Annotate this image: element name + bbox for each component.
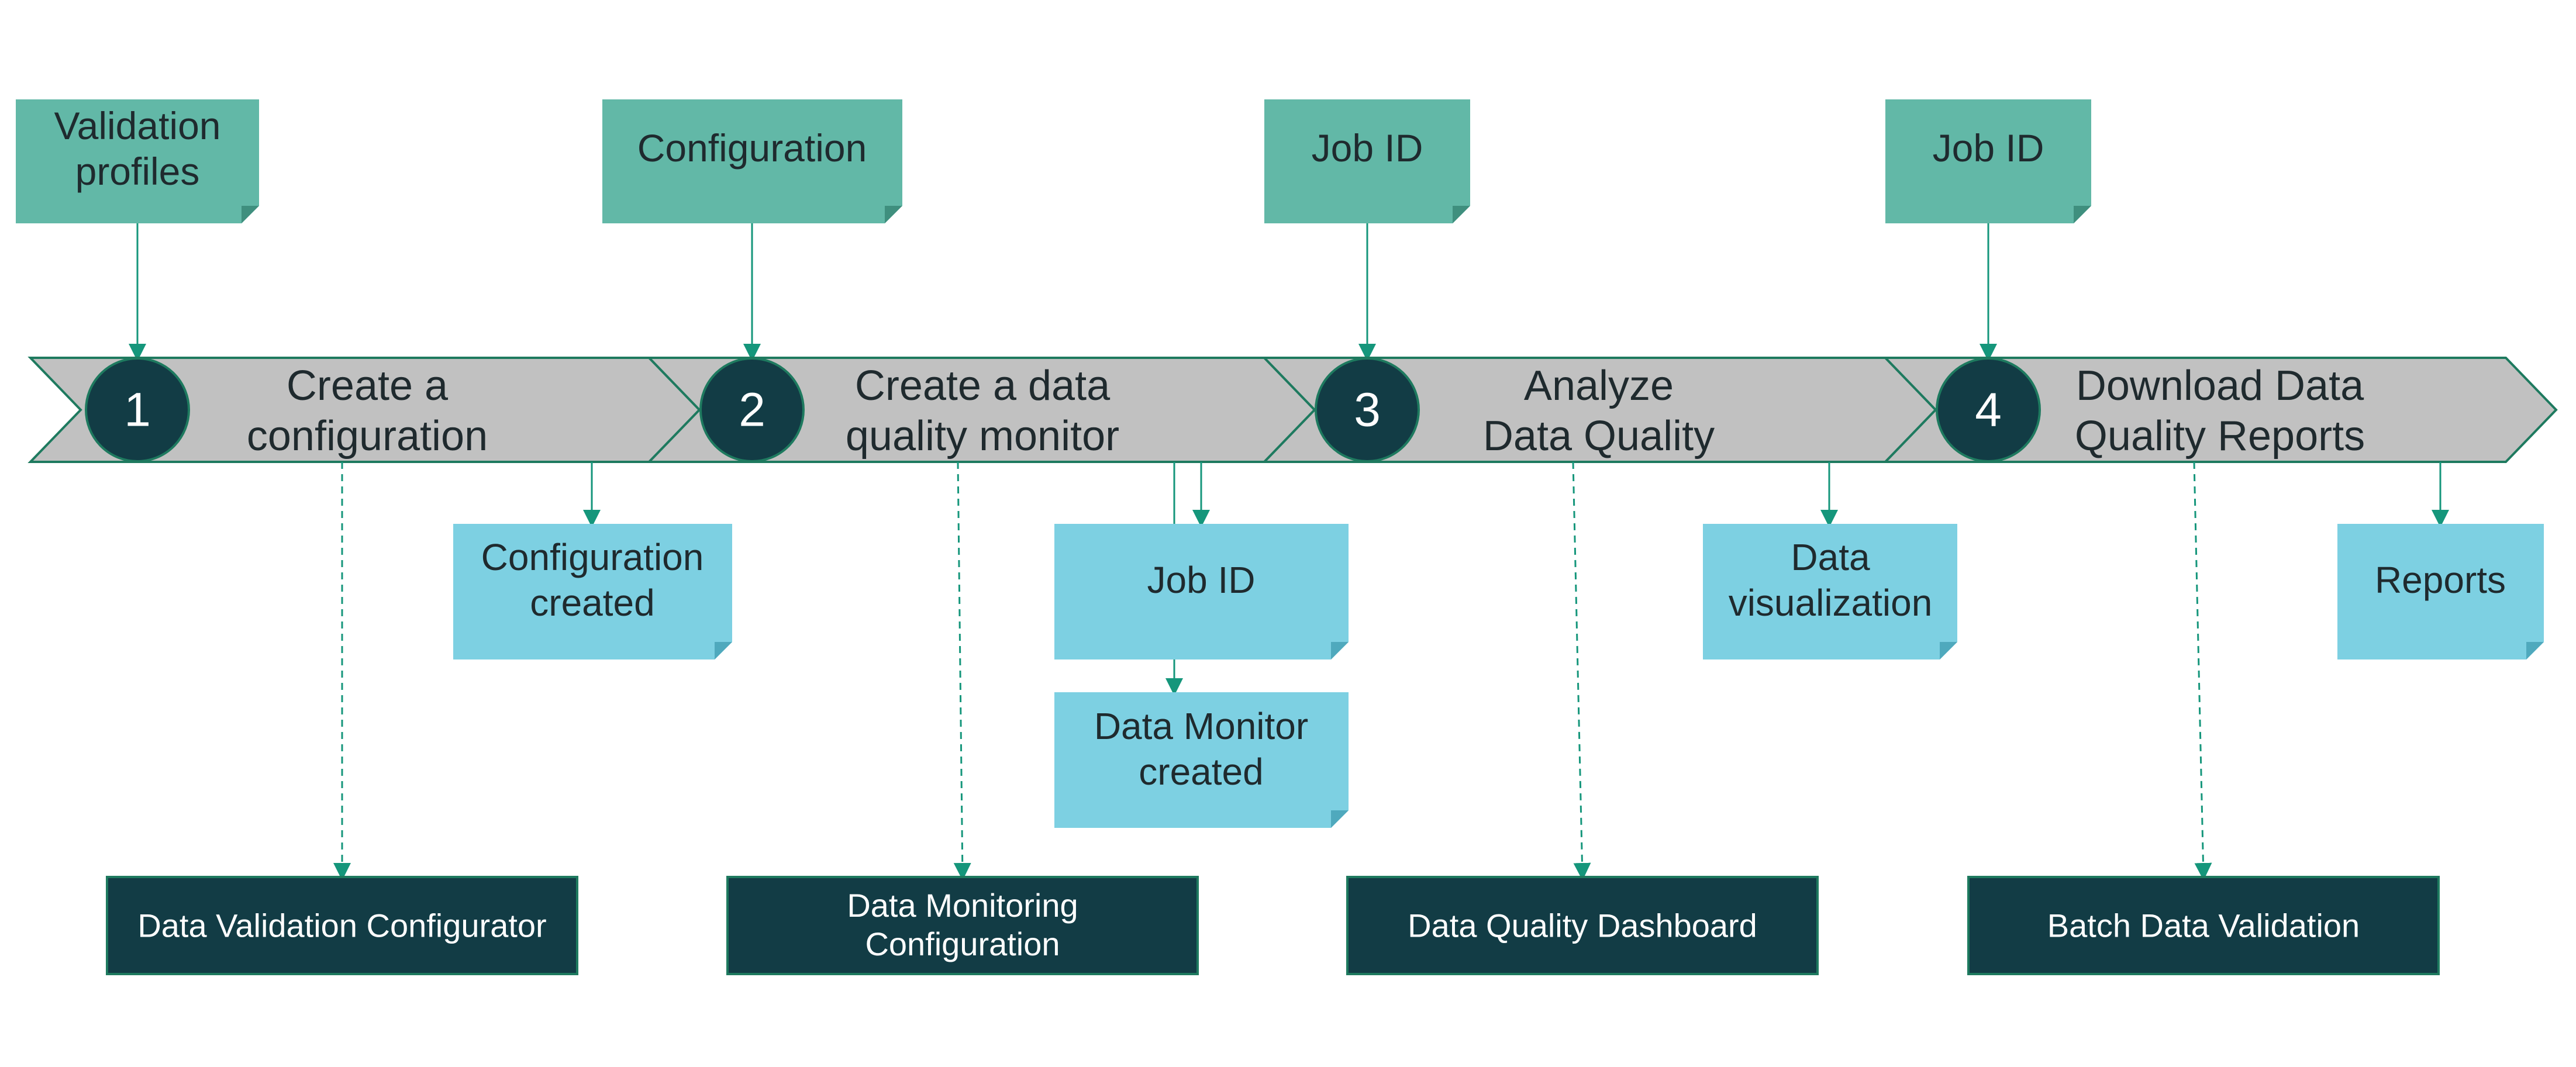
tool-box-2 [726,876,1199,975]
step-1-number: 1 [124,384,151,437]
tool-box-2-line1: Data Monitoring [847,887,1078,924]
output-note-1 [453,524,732,659]
connector-tool-4 [2193,461,2212,880]
connector-tool-2 [953,461,971,880]
output-note-4-line2: visualization [1729,582,1933,624]
output-note-3-fold [1331,810,1349,828]
step-2-number: 2 [739,384,765,437]
input-connectors [129,223,1997,361]
input-note-2-line1: Configuration [637,126,867,170]
step-3-circle [1315,357,1420,462]
step-2-circle [699,357,805,462]
output-note-1-line2: created [530,582,654,624]
step-titles: Create a configuration Create a data qua… [247,362,2365,460]
step-1-circle [85,357,190,462]
input-note-3 [1264,99,1470,223]
input-note-1-fold [242,206,259,223]
input-note-3-line1: Job ID [1312,126,1423,170]
step-2-title-line1: Create a data [855,362,1111,409]
input-note-2-fold [885,206,902,223]
step-3-number: 3 [1354,384,1381,437]
output-connectors [583,462,2449,696]
step-3-title-line1: Analyze [1524,362,1674,409]
step-1-title-line1: Create a [287,362,449,409]
tool-box-1-label: Data Validation Configurator [137,907,546,944]
step-2-title-line2: quality monitor [846,413,1119,460]
input-note-4 [1885,99,2091,223]
tool-boxes: Data Validation Configurator Data Monito… [106,876,2440,975]
input-note-3-fold [1453,206,1470,223]
step-1-title-line2: configuration [247,413,488,460]
output-note-2 [1054,524,1349,659]
input-note-4-fold [2074,206,2091,223]
tool-box-2-line2: Configuration [865,926,1060,962]
connector-tool-3 [1572,461,1591,880]
output-note-5 [2337,524,2544,659]
step-3-title-line2: Data Quality [1483,413,1715,460]
output-note-1-fold [715,642,732,659]
output-note-5-line1: Reports [2375,559,2506,601]
output-note-3-line2: created [1139,751,1263,793]
input-note-1 [16,99,259,223]
output-note-3 [1054,692,1349,828]
output-note-2-line1: Job ID [1147,559,1256,601]
input-note-4-line1: Job ID [1933,126,2044,170]
step-4-circle [1936,357,2041,462]
output-note-1-line1: Configuration [481,536,704,578]
output-notes: Configuration created Job ID Data Monito… [453,524,2544,828]
step-4-title-line1: Download Data [2076,362,2364,409]
step-markers: 1 2 3 4 [85,357,2041,462]
output-note-5-fold [2526,642,2544,659]
step-4-number: 4 [1975,384,2002,437]
input-note-1-line1: Validation [54,104,221,147]
tool-connectors [333,461,2212,880]
input-note-2 [602,99,902,223]
step-4-title-line2: Quality Reports [2075,413,2365,460]
output-note-4-fold [1940,642,1957,659]
output-note-4-line1: Data [1791,536,1870,578]
output-note-2-fold [1331,642,1349,659]
output-note-4 [1703,524,1957,659]
input-notes: Validation profiles Configuration Job ID… [16,99,2091,223]
input-note-1-line2: profiles [75,150,200,193]
arrow-band [27,357,2558,463]
tool-box-3-label: Data Quality Dashboard [1408,907,1757,944]
tool-box-4 [1967,876,2440,975]
tool-box-1 [106,876,578,975]
tool-box-4-label: Batch Data Validation [2047,907,2360,944]
tool-box-3 [1346,876,1819,975]
output-note-3-line1: Data Monitor [1094,705,1308,747]
